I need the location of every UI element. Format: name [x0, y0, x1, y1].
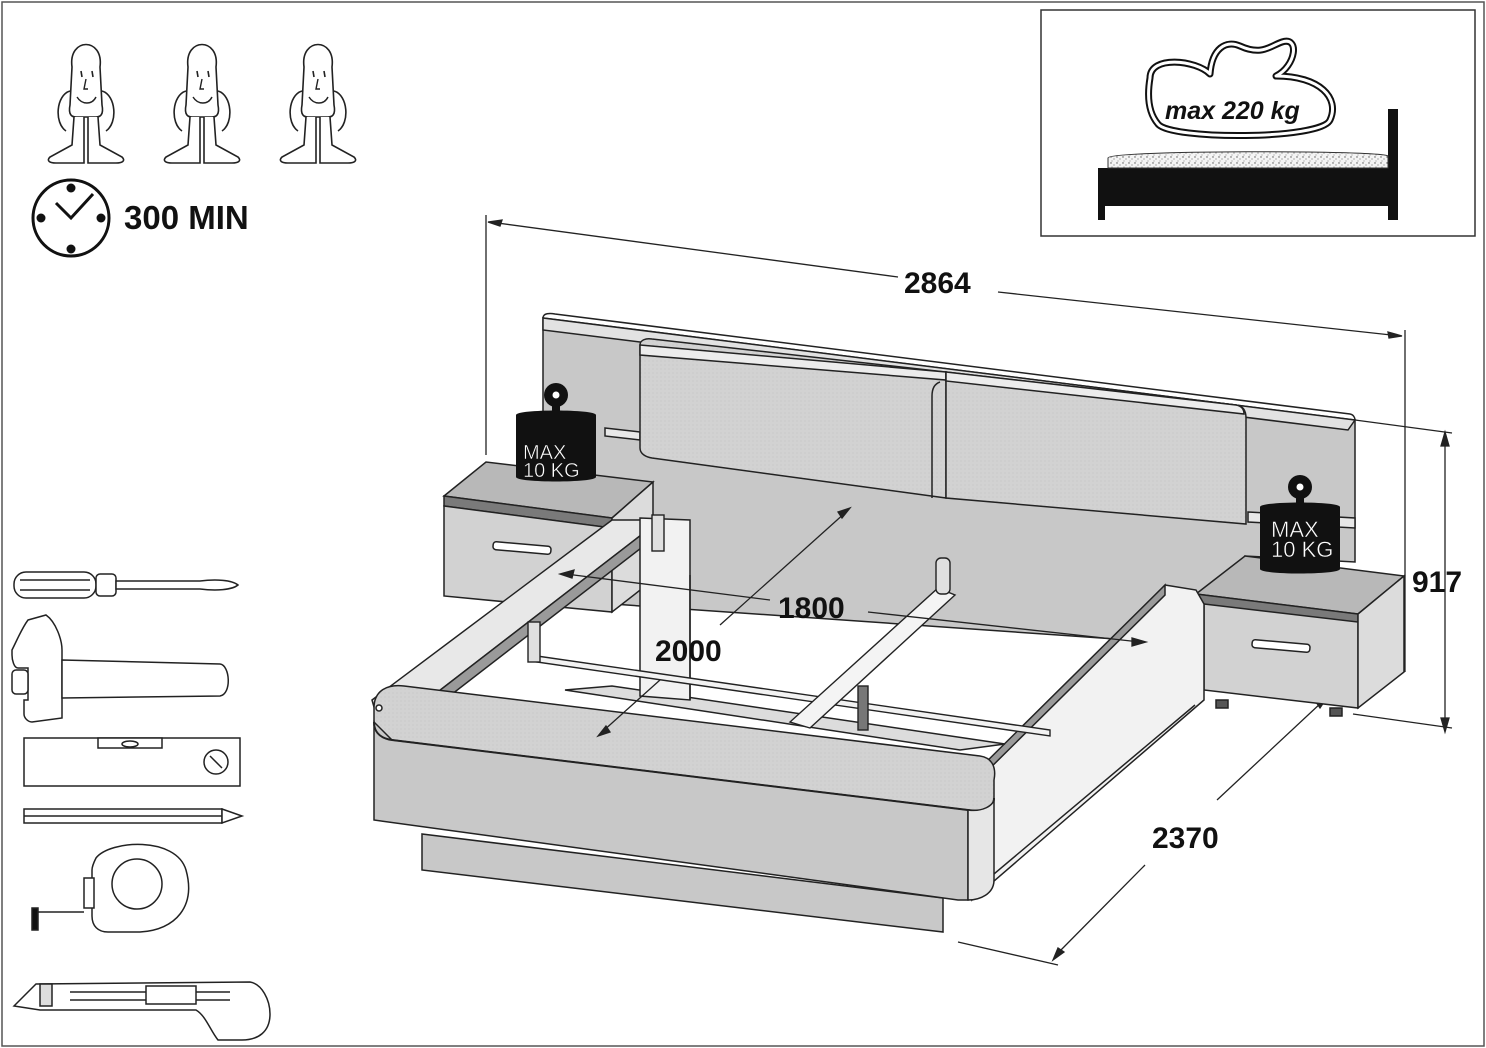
nightstand-right [1194, 555, 1406, 717]
assembly-time: 300 MIN [124, 199, 249, 236]
bed-max-load-label: max 220 kg [1165, 97, 1300, 125]
dimension-width [485, 215, 1406, 672]
weight-left-label-1: MAX [523, 442, 566, 464]
bed-load-limit-panel: max 220 kg [1040, 9, 1476, 237]
weight-left-icon: MAX 10 KG [516, 383, 596, 482]
person-icon-3 [279, 43, 357, 164]
bed-frame [371, 517, 1205, 933]
dimension-width-label: 2864 [904, 267, 971, 300]
hammer-icon [11, 614, 229, 723]
weight-left-label-2: 10 KG [523, 460, 580, 482]
headboard [542, 312, 1357, 649]
dimension-length-label: 2370 [1152, 822, 1219, 855]
clock-icon [31, 178, 111, 258]
spirit-level-icon [23, 737, 241, 787]
dimension-inner-width-label: 1800 [778, 592, 845, 625]
utility-knife-icon [12, 981, 271, 1041]
person-icon-2 [163, 43, 241, 164]
bed-slats [527, 514, 1051, 737]
dimension-height [1352, 419, 1453, 735]
person-icon-1 [47, 43, 125, 164]
dimension-length [957, 694, 1330, 966]
dimension-inner-length-label: 2000 [655, 635, 722, 668]
dimension-inner [557, 506, 1149, 738]
dimension-height-label: 917 [1412, 566, 1462, 599]
weight-right-icon: MAX 10 KG [1260, 475, 1340, 574]
footboard [373, 684, 996, 901]
weight-right-label-2: 10 KG [1271, 537, 1333, 562]
screwdriver-icon [13, 571, 240, 599]
pencil-icon [23, 807, 245, 825]
weight-right-label-1: MAX [1271, 517, 1319, 542]
tape-measure-icon [31, 843, 190, 933]
